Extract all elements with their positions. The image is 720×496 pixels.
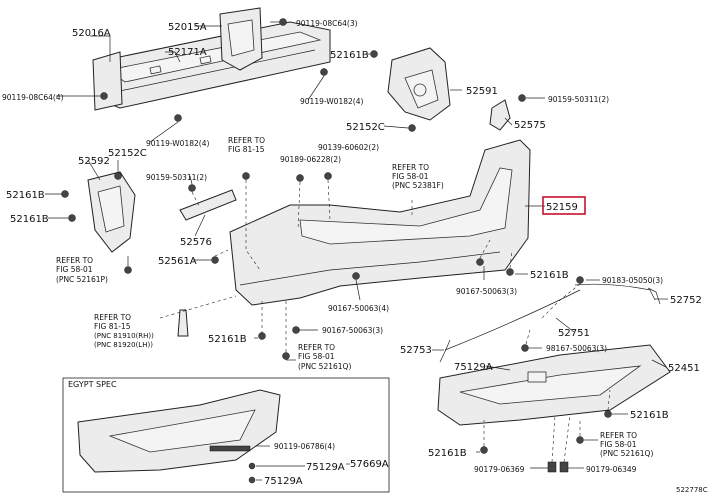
part-label: 52016A (72, 28, 111, 39)
side-bracket-left (87, 171, 136, 253)
reference-note: FIG 81-15 (94, 322, 131, 331)
reinforcement-bracket (219, 7, 263, 71)
part-label: 52015A (168, 22, 207, 33)
part-label: 52576 (180, 237, 212, 248)
part-label: 57669A (350, 459, 389, 470)
bumper-cover (229, 139, 531, 306)
part-label: 52161B (530, 270, 569, 281)
reference-note: FIG 58-01 (600, 440, 637, 449)
part-label: 90183-05050(3) (602, 276, 663, 285)
part-label: 90167-50063(3) (456, 287, 517, 296)
reference-note: (PNC 52381F) (392, 181, 444, 190)
part-label: 52152C (108, 148, 147, 159)
reference-note: REFER TO (228, 136, 265, 145)
part-label-52159: 52159 (546, 202, 578, 213)
part-label: 52161B (10, 214, 49, 225)
molding-52753 (439, 289, 581, 363)
leader-lines (45, 21, 668, 481)
part-label: 90179-06349 (586, 465, 637, 474)
part-label: 52451 (668, 363, 700, 374)
part-label: 75129A (264, 476, 303, 487)
part-label: 90159-50311(2) (146, 173, 207, 182)
diagram-code: 522778C (676, 486, 708, 494)
reference-note: REFER TO (600, 431, 637, 440)
part-label: 52161B (330, 50, 369, 61)
part-label: 52575 (514, 120, 546, 131)
part-label: 52161B (630, 410, 669, 421)
reference-note: REFER TO (56, 256, 93, 265)
part-label: 52161B (428, 448, 467, 459)
part-label: 90167-50063(4) (328, 304, 389, 313)
part-label: 52161B (6, 190, 45, 201)
reference-note: REFER TO (94, 313, 131, 322)
part-label: 90189-06228(2) (280, 155, 341, 164)
reference-note: REFER TO (392, 163, 429, 172)
part-label: 90119-08C64(4) (2, 93, 64, 102)
reference-note: REFER TO (298, 343, 335, 352)
reference-note: FIG 58-01 (298, 352, 335, 361)
bracket-small-52575 (489, 99, 511, 131)
highlight-box-52159 (542, 196, 586, 215)
part-label: 75129A (454, 362, 493, 373)
part-label: 90119-W0182(4) (146, 139, 209, 148)
reference-note: FIG 58-01 (392, 172, 429, 181)
part-label: 98167-50063(3) (546, 344, 607, 353)
reference-note: (PNC 81920(LH)) (94, 341, 153, 349)
section-title-egypt-spec: EGYPT SPEC (68, 380, 117, 389)
part-label: 90139-60602(2) (318, 143, 379, 152)
dashed-guides (159, 179, 611, 463)
reference-note: (PNC 52161P) (56, 275, 108, 284)
part-label: 90119-08C64(3) (296, 19, 358, 28)
part-label: 90167-50063(3) (322, 326, 383, 335)
part-label: 90119-06786(4) (274, 442, 335, 451)
part-label: 52161B (208, 334, 247, 345)
part-label: 52592 (78, 156, 110, 167)
reference-note: FIG 81-15 (228, 145, 265, 154)
side-bracket-upper (387, 47, 451, 121)
part-label: 90179-06369 (474, 465, 525, 474)
reference-note: (PNC 81910(RH)) (94, 332, 154, 340)
reference-note: FIG 58-01 (56, 265, 93, 274)
part-label: 52753 (400, 345, 432, 356)
lower-cover (437, 344, 671, 426)
bracket-small-52576 (179, 189, 237, 221)
fasteners (61, 18, 612, 484)
part-label: 52591 (466, 86, 498, 97)
egypt-spec-box (62, 377, 390, 493)
reference-note: (PNC 52161Q) (600, 449, 653, 458)
reinforcement-beam (92, 21, 331, 111)
reference-note: (PNC 52161Q) (298, 362, 351, 371)
part-label: 90159-50311(2) (548, 95, 609, 104)
part-label: 52152C (346, 122, 385, 133)
part-label: 52171A (168, 47, 207, 58)
part-label: 52752 (670, 295, 702, 306)
part-label: 52751 (558, 328, 590, 339)
part-labels: 52016A 52015A 90119-08C64(3) 52171A 5216… (2, 19, 708, 494)
part-label: 90119-W0182(4) (300, 97, 363, 106)
molding-52752 (574, 283, 661, 305)
part-label: 75129A (306, 462, 345, 473)
part-label: 52561A (158, 256, 197, 267)
